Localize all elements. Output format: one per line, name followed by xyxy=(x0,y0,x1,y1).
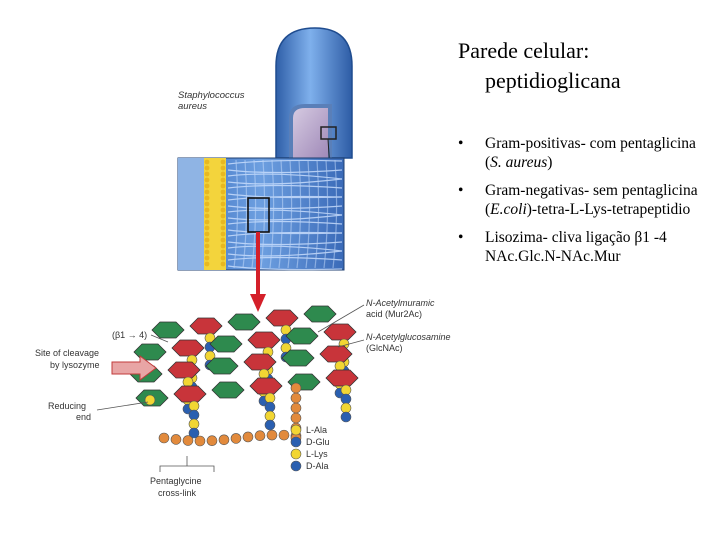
organism-label-line2: aureus xyxy=(178,101,207,112)
murnac-sugar xyxy=(167,361,201,379)
glcnac-sugar xyxy=(151,321,185,339)
murnac-sugar xyxy=(323,323,357,341)
murnac-sugar xyxy=(249,377,283,395)
murnac-sugar xyxy=(247,331,281,349)
peptide-residue xyxy=(188,409,200,421)
title-line-1: Parede celular: xyxy=(458,38,590,63)
murnac-sugar xyxy=(265,309,299,327)
bullet-item: • Lisozima- cliva ligação β1 -4 NAc.Glc.… xyxy=(458,228,708,266)
bullet-text-a: Gram-positivas- com pentaglicina ( xyxy=(485,135,696,171)
zoom-arrow xyxy=(250,232,266,312)
bullet-item: • Gram-negativas- sem pentaglicina (E.co… xyxy=(458,181,708,219)
cell-wall-section xyxy=(177,157,345,271)
peptide-residue xyxy=(264,419,276,431)
glycine-residue xyxy=(194,435,206,447)
glcnac-sugar xyxy=(209,335,243,353)
cleavage-label-line1: Site of cleavage xyxy=(35,348,99,358)
bullet-dot: • xyxy=(458,182,464,199)
bullet-text-b: )-tetra-L-Lys-tetrapeptidio xyxy=(526,201,691,218)
bullet-list: • Gram-positivas- com pentaglicina (S. a… xyxy=(458,134,708,275)
murnac-sugar xyxy=(319,345,353,363)
peptidoglycan-figure: Staphylococcus aureus N-Acetylmuramic ac… xyxy=(35,27,451,498)
glcnac-sugar xyxy=(227,313,261,331)
glycine-residue xyxy=(206,435,218,447)
crosslink-label-line1: Pentaglycine xyxy=(150,476,202,486)
glcnac-sugar xyxy=(133,343,167,361)
murnac-sugar xyxy=(189,317,223,335)
glcnac-sugar xyxy=(205,357,239,375)
peptide-residue xyxy=(290,448,302,460)
glycine-residue xyxy=(242,431,254,443)
glycine-residue xyxy=(230,433,242,444)
peptide-residue xyxy=(340,411,352,423)
bullet-text-b: ) xyxy=(547,154,553,171)
peptide-residue xyxy=(340,384,352,396)
glycine-residue xyxy=(278,429,290,441)
peptide-residue xyxy=(264,401,276,413)
glycine-residue xyxy=(158,432,170,444)
peptide-residue xyxy=(340,402,352,414)
peptide-residue xyxy=(290,424,302,436)
crosslink-label-line2: cross-link xyxy=(158,488,197,498)
glycine-residue xyxy=(290,412,302,424)
murnac-sugar xyxy=(325,369,359,387)
peptide-label-llys: L-Lys xyxy=(306,449,328,459)
glycine-residue xyxy=(266,429,278,441)
bullet-dot: • xyxy=(458,135,464,152)
beta-bond-label: (β1 → 4) xyxy=(112,330,147,340)
peptidoglycan-network xyxy=(129,305,359,472)
cleavage-label-line2: by lysozyme xyxy=(50,360,100,370)
peptide-residue xyxy=(264,392,276,404)
glcnac-sugar xyxy=(281,349,315,367)
bullet-text-em: E.coli xyxy=(490,201,527,218)
glcnac-label-line2: (GlcNAc) xyxy=(366,343,403,353)
murnac-sugar xyxy=(171,339,205,357)
peptide-residue xyxy=(290,436,302,448)
title-line-2: peptidioglicana xyxy=(485,68,621,93)
peptide-residue xyxy=(188,400,200,412)
glycine-residue xyxy=(182,435,194,446)
bullet-text-a: Lisozima- cliva ligação β1 -4 NAc.Glc.N-… xyxy=(485,229,667,265)
peptide-residue xyxy=(188,418,200,430)
glcnac-sugar xyxy=(285,327,319,345)
bullet-dot: • xyxy=(458,229,464,246)
glcnac-sugar xyxy=(211,381,245,399)
peptide-label-dglu: D-Glu xyxy=(306,437,330,447)
organism-label-line1: Staphylococcus xyxy=(178,90,245,101)
bullet-item: • Gram-positivas- com pentaglicina (S. a… xyxy=(458,134,708,172)
lysozyme-arrow xyxy=(111,355,157,381)
glycine-residue xyxy=(290,402,302,414)
glycine-residue xyxy=(170,434,182,445)
reducing-end-label-line1: Reducing xyxy=(48,401,86,411)
peptide-labels: L-Ala D-Glu L-Lys D-Ala xyxy=(306,425,330,471)
peptide-label-lala: L-Ala xyxy=(306,425,327,435)
bullet-text-a: Gram-negativas- sem pentaglicina ( xyxy=(485,182,698,218)
peptide-label-dala: D-Ala xyxy=(306,461,329,471)
peptide-residue xyxy=(340,393,352,405)
glycine-residue xyxy=(290,382,302,394)
murnac-label-line2: acid (Mur2Ac) xyxy=(366,309,422,319)
reducing-end-bead xyxy=(144,394,156,406)
glycine-residue xyxy=(290,392,302,404)
murnac-sugar xyxy=(173,385,207,403)
peptide-residue xyxy=(182,376,194,388)
peptide-residue xyxy=(258,368,270,380)
peptide-residue xyxy=(334,360,346,372)
murnac-sugar xyxy=(243,353,277,371)
peptide-residue xyxy=(188,427,200,439)
glcnac-sugar xyxy=(303,305,337,323)
glycine-residue xyxy=(218,434,230,446)
bacterium-cell xyxy=(275,27,353,176)
bullet-text-em: S. aureus xyxy=(490,154,548,171)
peptide-residue xyxy=(264,410,276,422)
glycine-residue xyxy=(254,430,266,442)
murnac-label-line1: N-Acetylmuramic xyxy=(366,298,435,308)
reducing-end-label-line2: end xyxy=(76,412,91,422)
peptide-residue xyxy=(290,460,302,472)
slide-title: Parede celular: peptidioglicana xyxy=(458,36,708,96)
glcnac-label-line1: N-Acetylglucosamine xyxy=(366,332,451,342)
